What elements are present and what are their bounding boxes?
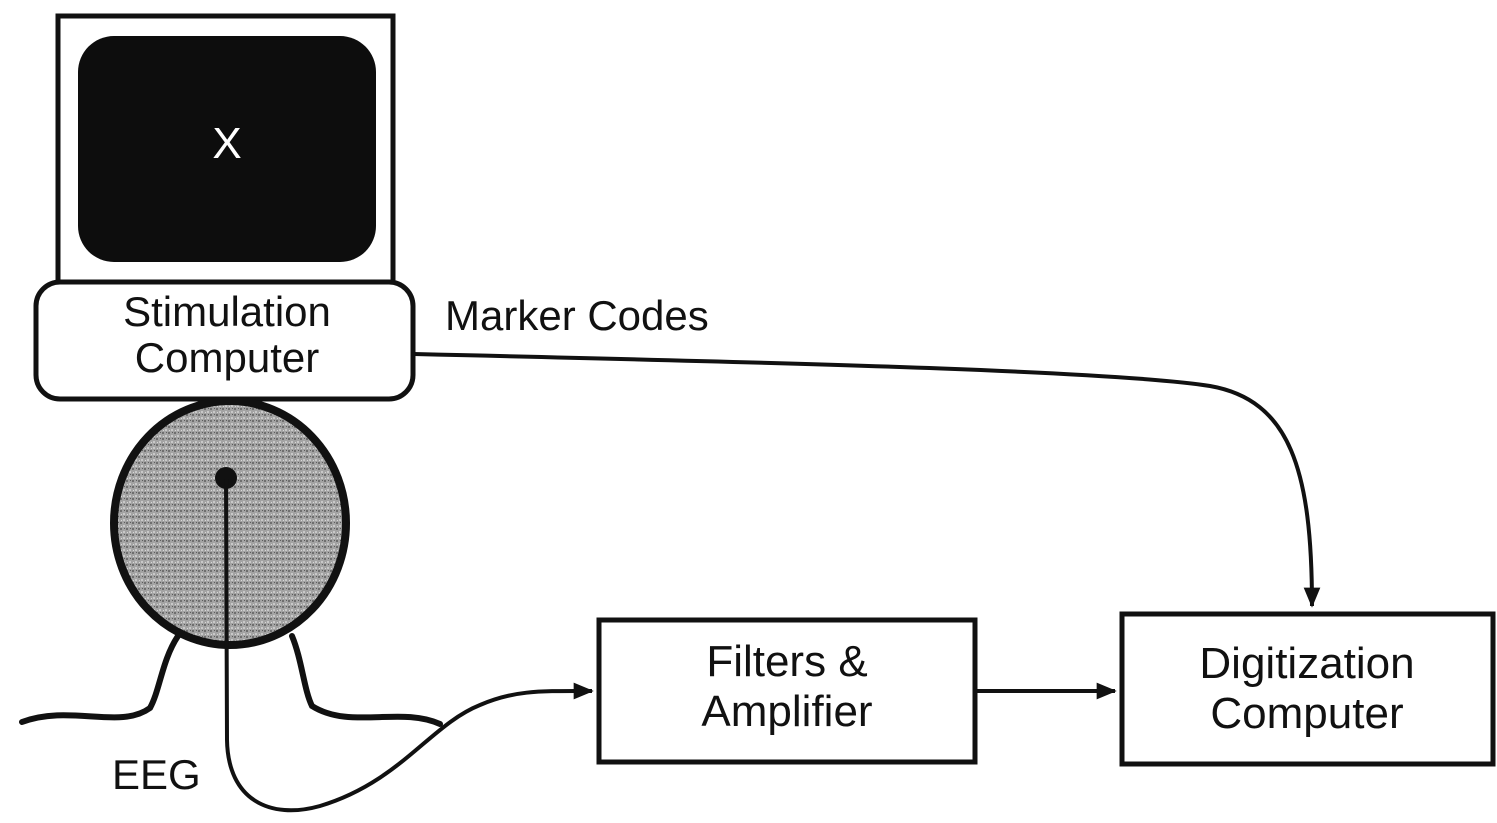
monitor-icon: X	[55, 13, 396, 287]
filters-amplifier-node: Filters & Amplifier	[596, 617, 978, 765]
digitization-computer-node: Digitization Computer	[1119, 611, 1496, 767]
stimulation-computer-label-line1: Stimulation	[123, 288, 331, 335]
stimulation-computer-label-line2: Computer	[135, 334, 319, 381]
eeg-label: EEG	[112, 751, 201, 798]
head-icon	[19, 397, 443, 727]
filters-amplifier-label-line2: Amplifier	[701, 687, 872, 736]
head-circle	[110, 397, 350, 649]
stimulation-computer-node: Stimulation Computer	[33, 279, 416, 402]
marker-codes-connector	[413, 352, 1321, 608]
monitor-screen	[78, 36, 376, 262]
digitization-computer-box	[1119, 611, 1496, 767]
filters-amplifier-label-line1: Filters &	[706, 637, 867, 686]
filters-amplifier-box	[596, 617, 978, 765]
shoulders-outline	[19, 633, 443, 727]
digitization-computer-label-line1: Digitization	[1199, 639, 1414, 688]
screen-symbol: X	[212, 119, 241, 168]
digitization-computer-label-line2: Computer	[1210, 689, 1403, 738]
marker-codes-label: Marker Codes	[445, 292, 709, 339]
eeg-lead-connector	[224, 477, 594, 813]
